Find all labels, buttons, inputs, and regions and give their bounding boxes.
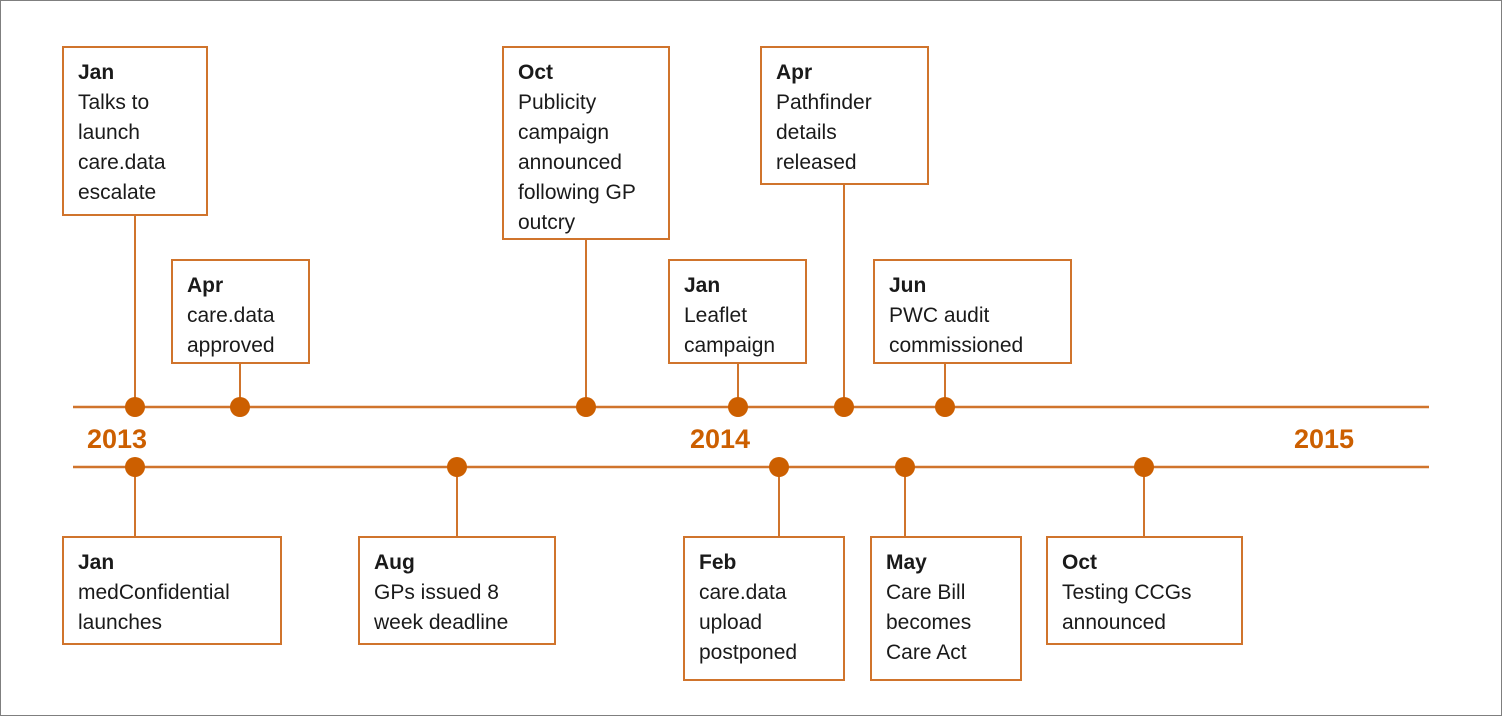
top-event-marker bbox=[728, 397, 748, 417]
top-event-marker bbox=[935, 397, 955, 417]
event-box-top-jun-2014: Jun PWC audit commissioned bbox=[873, 259, 1072, 364]
event-box-bottom-feb-2014: Feb care.data upload postponed bbox=[683, 536, 845, 681]
event-box-top-jan-2014: Jan Leaflet campaign bbox=[668, 259, 807, 364]
event-month: Apr bbox=[187, 274, 224, 297]
event-description: Publicity campaign announced following G… bbox=[518, 91, 636, 234]
event-month: Oct bbox=[518, 61, 554, 84]
event-description: PWC audit commissioned bbox=[889, 304, 1024, 357]
event-description: GPs issued 8 week deadline bbox=[374, 581, 509, 634]
event-description: Care Bill becomes Care Act bbox=[886, 581, 972, 664]
bottom-event-marker bbox=[1134, 457, 1154, 477]
event-box-top-jan-2013: Jan Talks to launch care.data escalate bbox=[62, 46, 208, 216]
event-description: Talks to launch care.data escalate bbox=[78, 91, 166, 204]
event-box-bottom-jan-2013: Jan medConfidential launches bbox=[62, 536, 282, 645]
year-label-2014: 2014 bbox=[690, 424, 751, 454]
event-description: Leaflet campaign bbox=[684, 304, 776, 357]
event-description: Pathfinder details released bbox=[776, 91, 872, 174]
event-box-top-apr-2013: Apr care.data approved bbox=[171, 259, 310, 364]
event-box-bottom-may-2014: May Care Bill becomes Care Act bbox=[870, 536, 1022, 681]
event-month: May bbox=[886, 551, 927, 574]
event-month: Oct bbox=[1062, 551, 1098, 574]
event-box-top-oct-2013: Oct Publicity campaign announced followi… bbox=[502, 46, 670, 240]
top-event-marker bbox=[230, 397, 250, 417]
top-event-marker bbox=[576, 397, 596, 417]
top-event-marker bbox=[834, 397, 854, 417]
event-month: Jan bbox=[78, 61, 115, 84]
event-description: care.data upload postponed bbox=[699, 581, 798, 664]
bottom-event-marker bbox=[447, 457, 467, 477]
year-label-2015: 2015 bbox=[1294, 424, 1355, 454]
bottom-event-marker bbox=[895, 457, 915, 477]
event-month: Jun bbox=[889, 274, 927, 297]
bottom-event-marker bbox=[125, 457, 145, 477]
year-label-2013: 2013 bbox=[87, 424, 148, 454]
event-box-bottom-oct-2014: Oct Testing CCGs announced bbox=[1046, 536, 1243, 645]
event-month: Jan bbox=[684, 274, 721, 297]
event-month: Jan bbox=[78, 551, 115, 574]
event-box-top-apr-2014: Apr Pathfinder details released bbox=[760, 46, 929, 185]
event-description: care.data approved bbox=[187, 304, 275, 357]
event-month: Apr bbox=[776, 61, 813, 84]
event-description: medConfidential launches bbox=[78, 581, 230, 634]
event-month: Feb bbox=[699, 551, 737, 574]
event-box-bottom-aug-2013: Aug GPs issued 8 week deadline bbox=[358, 536, 556, 645]
top-event-marker bbox=[125, 397, 145, 417]
event-description: Testing CCGs announced bbox=[1062, 581, 1192, 634]
event-month: Aug bbox=[374, 551, 415, 574]
bottom-event-marker bbox=[769, 457, 789, 477]
